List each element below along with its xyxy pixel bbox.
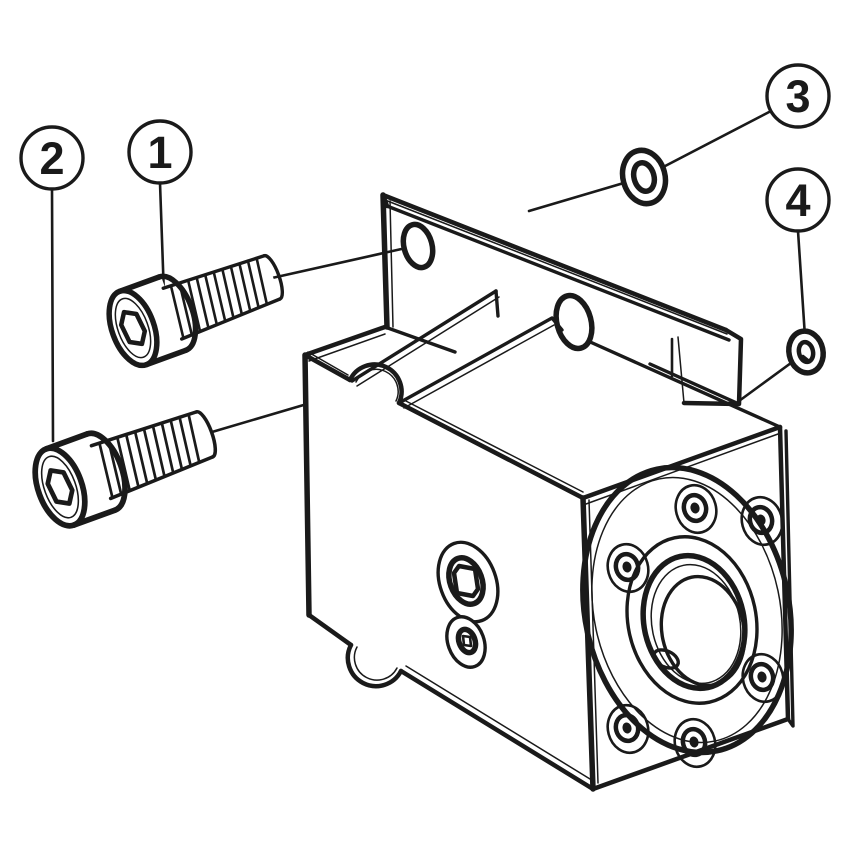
callout-1-number: 1 — [147, 127, 172, 178]
body-block — [302, 289, 795, 792]
slot-far-edge-chamfer — [356, 296, 500, 387]
flange-hole — [741, 652, 785, 704]
callout-3-balloon — [765, 63, 831, 129]
bottom-left-chamfer — [405, 665, 591, 780]
flange-hole — [606, 703, 650, 755]
callout-2: 2 — [19, 125, 85, 191]
washer-3 — [619, 147, 669, 207]
right-face-sliver — [784, 429, 795, 728]
plate-end-face-chamfer — [677, 336, 685, 404]
callout-3: 3 — [765, 63, 831, 129]
front-top-edge — [580, 424, 783, 501]
plate-mounting-hole — [400, 221, 436, 271]
bottom-scallop-notch — [345, 642, 404, 689]
callout-4: 4 — [765, 167, 831, 233]
back-plate — [380, 192, 744, 407]
front-face — [580, 424, 795, 792]
bore-chamfer — [650, 563, 742, 685]
plate-bottom-right-edge — [648, 362, 741, 406]
washer-4-detail — [801, 354, 810, 362]
callout-4-number: 4 — [785, 175, 810, 226]
cap-screw-1 — [100, 238, 292, 371]
flange-hole — [674, 483, 718, 535]
slot-far-edge — [350, 289, 498, 383]
front-flange — [580, 464, 794, 769]
top-front-edge-b — [396, 400, 586, 501]
flange-hole — [740, 495, 784, 547]
slot-far-end-cap — [494, 289, 500, 318]
hex-socket-large-icon — [451, 563, 481, 599]
bottom-scallop-chamfer — [353, 646, 398, 681]
top-front-edge-a — [302, 352, 353, 383]
plate-left-chamfer — [389, 200, 394, 328]
callout-1: 1 — [127, 119, 193, 185]
top-scallop-notch — [347, 362, 404, 406]
bottom-left-edge-a — [306, 612, 354, 648]
plate-top-edge — [380, 192, 729, 333]
left-face-screw-large — [436, 540, 500, 624]
plate-top-band-lower-edge — [385, 204, 731, 342]
left-front-vertical-edge — [302, 352, 312, 618]
slot-near-edge-chamfer — [403, 324, 555, 409]
washer-3-hole — [630, 160, 658, 194]
top-face-back-edge — [586, 339, 782, 429]
callout-2-number: 2 — [39, 133, 64, 184]
left-face-screw-small — [445, 615, 487, 669]
leader-callout-4 — [737, 229, 808, 403]
callout-3-number: 3 — [785, 71, 810, 122]
bore-edge — [640, 552, 748, 692]
plate-end-face — [681, 327, 744, 407]
flange-outer-circle — [580, 464, 794, 756]
plate-left-edge — [380, 192, 390, 330]
top-front-edge-chamfer — [307, 351, 584, 493]
callout-4-balloon — [765, 167, 831, 233]
leader-screw2-to-body — [210, 402, 309, 434]
top-face-left-chamfer — [308, 333, 386, 362]
flange-hole — [673, 717, 717, 769]
callout-1-balloon — [127, 119, 193, 185]
hub-outer — [625, 535, 759, 705]
cap-screw-2 — [26, 394, 226, 533]
bottom-left-edge-b — [398, 668, 596, 792]
flange-screw-holes — [606, 483, 785, 769]
top-face-left-edge — [302, 324, 388, 358]
slot-near-edge — [397, 316, 564, 405]
leader-callout-2 — [50, 187, 55, 443]
washer-4 — [786, 328, 826, 376]
callout-2-balloon — [19, 125, 85, 191]
hex-socket-small-icon — [461, 634, 473, 648]
flange-hole — [606, 542, 650, 594]
plate-top-chamfer — [384, 199, 728, 335]
bore-floor — [659, 574, 747, 688]
bore-slot-feature — [652, 648, 680, 670]
slot-end-bore — [553, 292, 595, 352]
